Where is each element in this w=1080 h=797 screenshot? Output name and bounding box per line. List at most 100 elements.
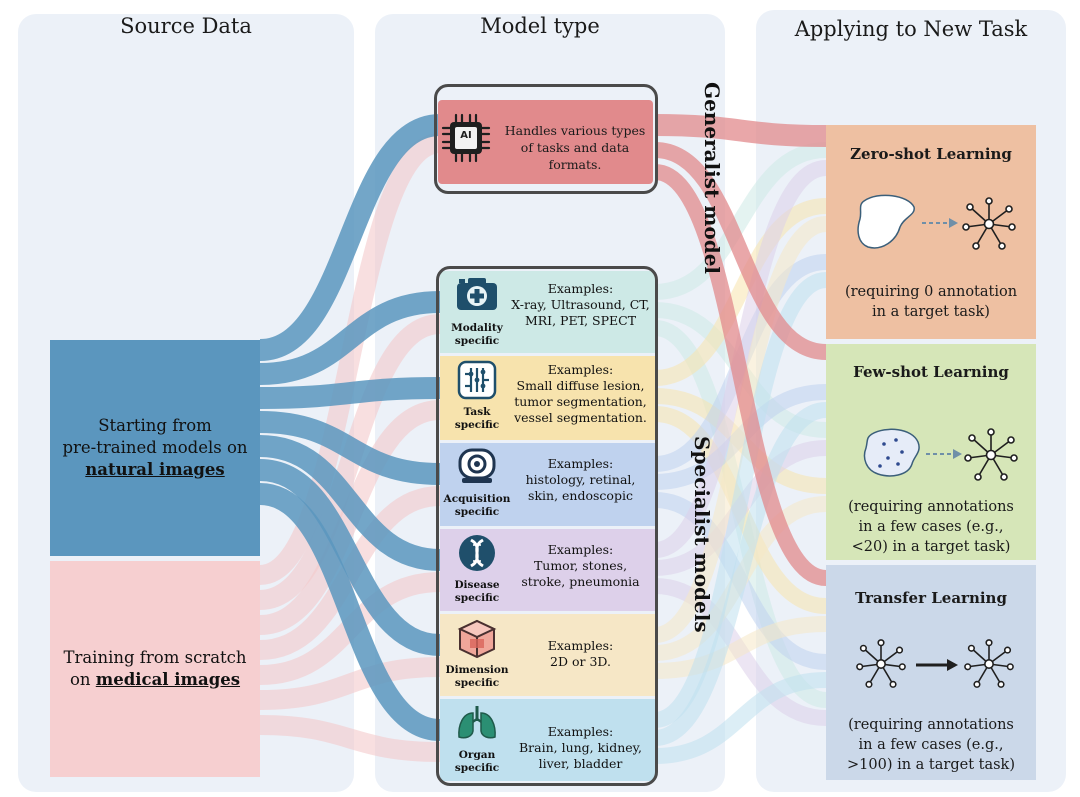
- task-desc-line: in a few cases (e.g.,: [858, 519, 1004, 535]
- specialist-out-flow: [654, 672, 827, 764]
- specialist-label-sub: specific: [454, 677, 500, 689]
- task-desc-line: (requiring annotations: [848, 717, 1014, 733]
- medical-mid-text: on: [69, 670, 96, 689]
- generalist-frame: [434, 84, 658, 194]
- zero-shot-box: Zero-shot Learning (requiring 0 annotati…: [826, 125, 1036, 339]
- example-line: Examples:: [547, 281, 614, 296]
- apply-task-title: Applying to New Task: [794, 17, 1028, 41]
- few-shot-box: Few-shot Learning (requiring annotations…: [826, 344, 1036, 560]
- example-line: Examples:: [547, 724, 614, 739]
- example-line: liver, bladder: [538, 756, 623, 771]
- medical-flow: [258, 133, 442, 585]
- example-line: Tumor, stones,: [533, 558, 628, 573]
- dna-icon: [459, 535, 495, 571]
- example-line: histology, retinal,: [525, 472, 636, 487]
- specialist-out-flow: [654, 616, 827, 679]
- generalist-flow: [653, 164, 828, 586]
- dashed-arrow-icon: [922, 218, 958, 228]
- ai-chip-icon: [441, 113, 491, 163]
- example-line: X-ray, Ultrasound, CT,: [511, 297, 650, 312]
- natural-images-block: Starting from pre-trained models on natu…: [50, 340, 260, 556]
- example-line: Small diffuse lesion,: [516, 378, 645, 393]
- generalist-desc-line2: of tasks and data formats.: [520, 140, 630, 172]
- network-icon: [964, 639, 1014, 688]
- dotted-blob-icon: [863, 428, 920, 477]
- specialist-label: Task: [463, 406, 491, 418]
- dashed-arrow-icon: [926, 449, 962, 459]
- specialist-out-flow: [654, 142, 827, 300]
- example-line: 2D or 3D.: [550, 654, 611, 669]
- medical-mid-line: on medical images: [70, 669, 240, 691]
- generalist-title: Generalist model: [700, 82, 724, 275]
- task-title: Few-shot Learning: [853, 363, 1009, 381]
- generalist-desc-line1: Handles various types: [504, 123, 646, 138]
- specialist-frame: [436, 266, 658, 786]
- generalist-desc: Handles various types of tasks and data …: [496, 122, 654, 173]
- generalist-flow: [654, 142, 827, 360]
- specialist-out-flow: [653, 216, 828, 643]
- example-line: stroke, pneumonia: [521, 574, 640, 589]
- natural-flow: [259, 435, 441, 571]
- natural-flow: [259, 411, 441, 485]
- specialist-out-flow: [654, 198, 827, 386]
- natural-mid-text: pre-trained models on: [62, 438, 248, 457]
- example-line: tumor segmentation,: [514, 394, 647, 409]
- blob-shape-icon: [857, 194, 915, 249]
- medical-pre-text: Training from scratch: [63, 648, 247, 667]
- specialist-label: Organ: [458, 749, 496, 761]
- task-desc-line: (requiring 0 annotation: [844, 284, 1018, 300]
- example-line: Examples:: [547, 362, 614, 377]
- task-desc-line: in a few cases (e.g.,: [858, 737, 1004, 753]
- specialist-out-flow: [653, 272, 828, 728]
- task-title: Zero-shot Learning: [850, 145, 1012, 163]
- network-icon: [964, 428, 1018, 481]
- specialist-label-sub: specific: [454, 762, 500, 774]
- medical-flow: [259, 715, 441, 762]
- example-line: Examples:: [547, 456, 614, 471]
- specialist-label: Acquisition: [443, 493, 511, 505]
- source-data-title: Source Data: [120, 14, 252, 38]
- cube-icon: [457, 619, 497, 659]
- medical-images-text: medical images: [95, 670, 241, 689]
- generalist-flow: [654, 114, 827, 147]
- scanner-icon: [458, 448, 496, 483]
- task-desc-line: (requiring annotations: [848, 499, 1014, 515]
- task-desc-line: <20) in a target task): [851, 539, 1011, 555]
- natural-flow: [259, 459, 441, 656]
- natural-flow: [259, 377, 441, 409]
- lungs-icon: [458, 706, 496, 739]
- natural-images-text: natural images: [85, 460, 225, 479]
- model-type-title: Model type: [480, 14, 600, 38]
- task-desc-line: >100) in a target task): [847, 757, 1015, 773]
- natural-pre-text: Starting from: [98, 416, 212, 435]
- example-line: Examples:: [547, 638, 614, 653]
- task-title: Transfer Learning: [855, 589, 1007, 607]
- natural-flow: [259, 291, 441, 385]
- specialist-label: Dimension: [445, 664, 509, 676]
- task-desc-line: in a target task): [872, 304, 990, 320]
- camera-icon: [457, 278, 497, 310]
- example-line: MRI, PET, SPECT: [524, 313, 637, 328]
- specialist-label-sub: specific: [454, 592, 500, 604]
- natural-flow: [258, 114, 442, 361]
- transfer-learning-box: Transfer Learning (requiring annotations…: [826, 565, 1036, 780]
- specialist-label: Disease: [454, 579, 500, 591]
- network-icon: [962, 197, 1016, 250]
- network-icon: [856, 639, 906, 688]
- circuit-icon: [457, 360, 497, 400]
- specialist-out-flow: [653, 402, 828, 746]
- ai-chip-label: AI: [460, 130, 472, 141]
- specialist-label-sub: specific: [454, 506, 500, 518]
- example-line: skin, endoscopic: [528, 488, 633, 503]
- example-line: vessel segmentation.: [514, 410, 647, 425]
- example-line: Examples:: [547, 542, 614, 557]
- specialist-label-sub: specific: [454, 419, 500, 431]
- specialist-title: Specialist models: [690, 436, 714, 633]
